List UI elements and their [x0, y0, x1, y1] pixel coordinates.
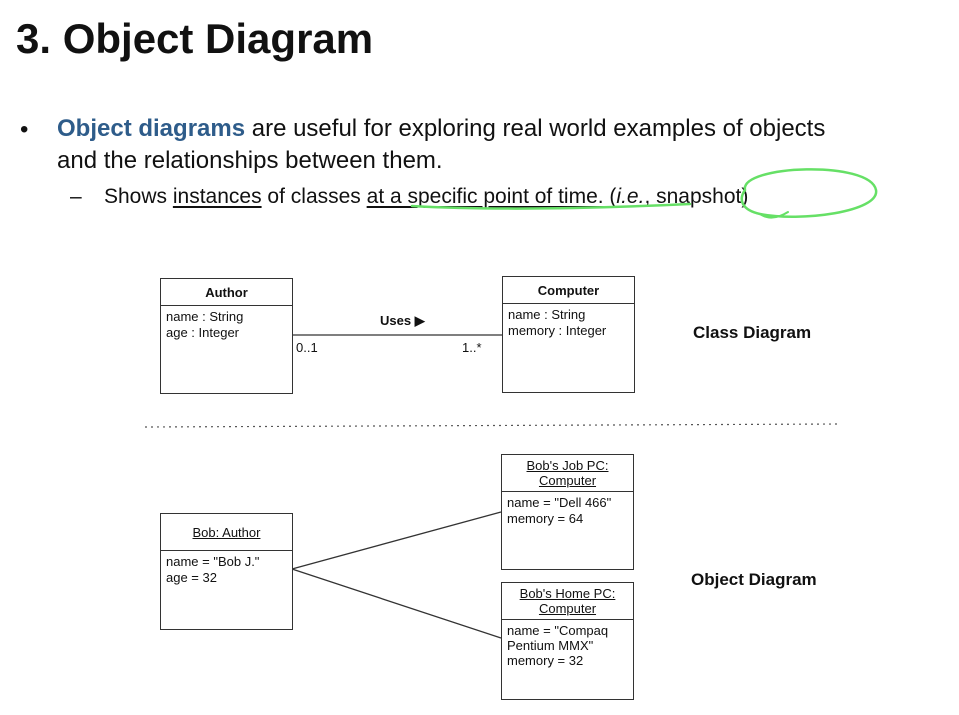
bullet-line-1: Object diagrams are useful for exploring… [57, 113, 825, 145]
highlight-underline [410, 202, 692, 210]
bullet-term: Object diagrams [57, 115, 246, 142]
object-home-pc-attrs: name = "Compaq Pentium MMX" memory = 32 [502, 620, 633, 671]
object-home-pc-attr: Pentium MMX" [507, 638, 594, 653]
class-computer: Computer name : String memory : Integer [502, 276, 635, 393]
sub-bullet-marker: – [70, 185, 82, 208]
sub-ie-open: ( [603, 185, 617, 208]
association-label: Uses ▶ [380, 313, 425, 328]
class-author-attr: age : Integer [166, 325, 239, 340]
object-home-pc: Bob's Home PC: Computer name = "Compaq P… [501, 582, 634, 700]
object-job-pc-attrs: name = "Dell 466" memory = 64 [502, 492, 633, 530]
sub-text-b: of classes [261, 185, 367, 208]
class-author-name: Author [161, 279, 292, 306]
class-diagram-label: Class Diagram [693, 323, 812, 342]
highlight-circle [740, 168, 878, 218]
slide-title: 3. Object Diagram [16, 15, 374, 62]
object-job-pc-attr: name = "Dell 466" [507, 495, 612, 510]
object-bob-attr: name = "Bob J." [166, 554, 260, 569]
separator-line [144, 423, 841, 428]
bullet-line-2: and the relationships between them. [57, 147, 443, 174]
object-job-pc-attr: memory = 64 [507, 511, 584, 526]
highlight-tail [759, 211, 789, 219]
class-computer-attr: name : String [508, 307, 586, 322]
object-home-pc-name: Bob's Home PC: Computer [502, 583, 633, 620]
object-bob-name: Bob: Author [161, 514, 292, 551]
association-left-multiplicity: 0..1 [296, 340, 318, 355]
object-job-pc: Bob's Job PC: Computer name = "Dell 466"… [501, 454, 634, 570]
object-link-job [291, 511, 502, 570]
class-author: Author name : String age : Integer [160, 278, 293, 394]
object-diagram-label: Object Diagram [691, 570, 817, 589]
association-right-multiplicity: 1..* [462, 340, 482, 355]
object-bob-attrs: name = "Bob J." age = 32 [161, 551, 292, 589]
class-computer-attrs: name : String memory : Integer [503, 304, 634, 342]
class-computer-name: Computer [503, 277, 634, 304]
object-job-pc-name: Bob's Job PC: Computer [502, 455, 633, 492]
sub-close: ) [741, 185, 749, 208]
sub-instances: instances [172, 185, 262, 208]
bullet-marker: • [20, 116, 29, 143]
sub-snapshot: snapshot [656, 185, 742, 208]
class-author-attr: name : String [166, 309, 244, 324]
object-bob-attr: age = 32 [166, 570, 217, 585]
object-link-home [291, 568, 502, 639]
sub-ie: i.e. [616, 185, 645, 208]
sub-comma: , [644, 185, 657, 208]
sub-point-in-time: at a specific point of time. [366, 185, 604, 208]
object-home-pc-attr: memory = 32 [507, 653, 584, 668]
object-bob: Bob: Author name = "Bob J." age = 32 [160, 513, 293, 630]
sub-bullet-text: Shows instances of classes at a specific… [104, 184, 748, 210]
class-computer-attr: memory : Integer [508, 323, 607, 338]
class-author-attrs: name : String age : Integer [161, 306, 292, 344]
object-home-pc-attr: name = "Compaq [507, 623, 609, 638]
bullet-text-1: are useful for exploring real world exam… [245, 115, 826, 142]
sub-text-a: Shows [104, 185, 173, 208]
